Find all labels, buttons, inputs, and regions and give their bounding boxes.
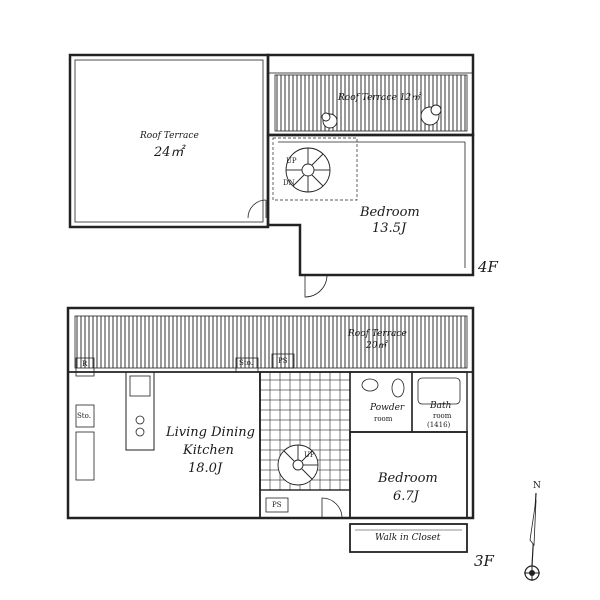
roof-terrace-3f-area: 20㎡ bbox=[366, 341, 387, 351]
ps-box-bottom bbox=[265, 497, 289, 513]
roof-terrace-large-label: Roof Terrace bbox=[140, 131, 199, 141]
bedroom-4f-size: 13.5J bbox=[372, 221, 407, 236]
ldk-label-line2: Kitchen bbox=[183, 443, 234, 458]
roof-terrace-large-4f bbox=[68, 53, 270, 229]
stair-4f-up: UP bbox=[286, 157, 297, 165]
bedroom-4f-label: Bedroom bbox=[360, 205, 420, 220]
refrigerator-mark: R bbox=[82, 360, 88, 368]
compass-north-label: N bbox=[533, 481, 541, 491]
powder-room-label-2: room bbox=[374, 415, 393, 423]
ps-box-top bbox=[271, 353, 295, 369]
roof-terrace-small-label: Roof Terrace 12㎡ bbox=[338, 93, 421, 103]
tree-icon bbox=[321, 104, 442, 129]
storage-left-label: Sto. bbox=[77, 412, 91, 420]
stair-4f-down: DN bbox=[283, 179, 295, 187]
roof-terrace-3f bbox=[68, 315, 473, 373]
ps-bottom-label: PS bbox=[272, 501, 282, 509]
ldk-label-line1: Living Dining bbox=[166, 425, 255, 440]
bedroom-4f bbox=[266, 133, 475, 277]
floor-4-label: 4F bbox=[478, 258, 498, 276]
bath-label-3: (1416) bbox=[427, 421, 451, 429]
spiral-stair-3f bbox=[277, 444, 319, 486]
spiral-stair-4f bbox=[285, 147, 331, 193]
powder-room-label-1: Powder bbox=[370, 403, 405, 413]
roof-terrace-large-area: 24㎡ bbox=[154, 145, 184, 160]
roof-terrace-3f-label: Roof Terrace bbox=[348, 329, 407, 339]
storage-top-label: Sto. bbox=[239, 359, 253, 367]
walk-in-closet-label: Walk in Closet bbox=[375, 533, 441, 543]
bath-label-1: Bath bbox=[430, 401, 452, 411]
bath-label-2: room bbox=[433, 412, 452, 420]
floor-4-plan bbox=[68, 53, 475, 298]
bedroom-3f-size: 6.7J bbox=[393, 489, 419, 504]
walk-in-closet-3f bbox=[349, 523, 468, 553]
ldk-size: 18.0J bbox=[188, 461, 223, 476]
stair-3f-up: UP bbox=[304, 451, 315, 459]
ps-top-label: PS bbox=[278, 357, 288, 365]
bedroom-3f-label: Bedroom bbox=[378, 471, 438, 486]
floor-3-label: 3F bbox=[474, 552, 494, 570]
door-swing-4f-terrace bbox=[247, 199, 267, 219]
bedroom-3f bbox=[321, 431, 468, 519]
door-swing-4f-entry bbox=[304, 274, 328, 298]
floor-3-plan bbox=[66, 306, 475, 553]
north-arrow-icon bbox=[524, 492, 540, 581]
